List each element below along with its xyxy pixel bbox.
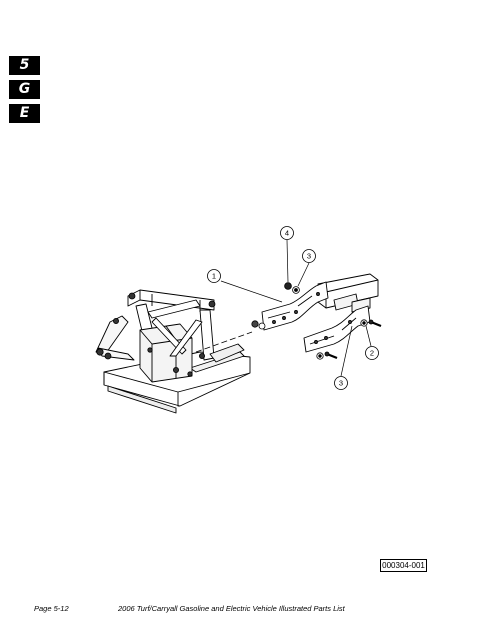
bracket-holes	[272, 292, 352, 344]
section-tab-5: 5	[9, 56, 40, 75]
svg-text:3: 3	[307, 252, 311, 261]
svg-text:2: 2	[370, 349, 374, 358]
rail-extension-brackets	[261, 281, 371, 353]
section-tab-e: E	[9, 104, 40, 123]
callout-3-upper: 3	[302, 249, 316, 263]
front-frame-assembly	[95, 289, 251, 414]
rear-frame-rails	[317, 273, 379, 313]
callout-2: 2	[365, 346, 379, 360]
callout-3-lower: 3	[334, 376, 348, 390]
svg-text:4: 4	[285, 229, 289, 238]
section-tab-g: G	[9, 80, 40, 99]
front-bolts	[96, 292, 216, 377]
leader-lines	[220, 239, 372, 377]
svg-text:3: 3	[339, 379, 343, 388]
page-number: Page 5-12	[34, 604, 69, 613]
figure-id-label: 000304-001	[380, 559, 427, 572]
svg-text:1: 1	[212, 272, 216, 281]
callout-4: 4	[280, 226, 294, 240]
alignment-line-left	[195, 331, 253, 353]
document-title: 2006 Turf/Carryall Gasoline and Electric…	[118, 604, 345, 613]
callout-1: 1	[207, 269, 221, 283]
hardware	[251, 282, 382, 360]
